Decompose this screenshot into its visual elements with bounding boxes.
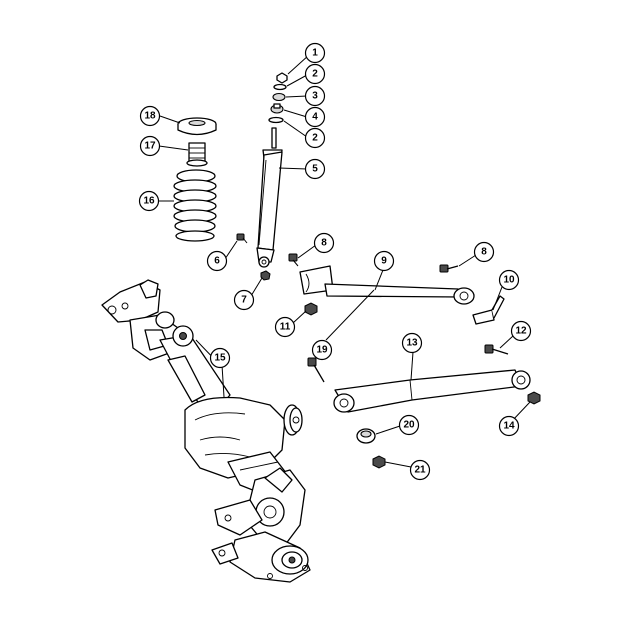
callout-label: 2 (312, 69, 318, 80)
shock-mount-hardware (268, 72, 288, 124)
spring-isolator (177, 117, 217, 136)
callout-2-upper: 2 (304, 63, 326, 85)
callout-12: 12 (510, 320, 532, 342)
callout-label: 3 (312, 91, 318, 102)
callout-label: 10 (503, 275, 515, 286)
lower-control-arm (333, 369, 531, 413)
callout-label: 12 (515, 326, 527, 337)
axle-assembly (101, 279, 311, 583)
callout-8-left: 8 (313, 232, 335, 254)
callout-5: 5 (304, 158, 326, 180)
callout-18: 18 (139, 105, 161, 127)
callout-label: 11 (280, 322, 291, 333)
callout-13: 13 (401, 332, 423, 354)
callout-label: 15 (214, 353, 226, 364)
bushing-20 (356, 428, 376, 444)
nut-14 (527, 391, 541, 405)
callout-label: 7 (241, 295, 247, 306)
callout-15: 15 (209, 347, 231, 369)
callout-16: 16 (138, 190, 160, 212)
callout-label: 14 (503, 421, 515, 432)
callout-label: 20 (403, 420, 415, 431)
callout-label: 13 (406, 338, 418, 349)
callout-label: 9 (381, 256, 387, 267)
bolt-12 (484, 344, 509, 355)
callout-19: 19 (311, 339, 333, 361)
coil-spring (173, 169, 217, 242)
callout-label: 19 (316, 345, 328, 356)
callout-6: 6 (206, 250, 228, 272)
callout-21: 21 (409, 459, 431, 481)
callout-10: 10 (498, 269, 520, 291)
leader-lines (158, 54, 531, 468)
callout-2-lower: 2 (304, 127, 326, 149)
nut-7 (260, 270, 271, 281)
callout-label: 18 (144, 111, 156, 122)
callout-4: 4 (304, 106, 326, 128)
nut-11 (304, 302, 318, 316)
callout-1: 1 (304, 42, 326, 64)
shock-absorber (256, 127, 283, 268)
callout-label: 16 (143, 196, 155, 207)
callout-14: 14 (498, 415, 520, 437)
bolt-19 (307, 357, 325, 383)
callout-label: 2 (312, 133, 318, 144)
callout-label: 8 (481, 247, 487, 258)
callout-8-right: 8 (473, 241, 495, 263)
callout-7: 7 (233, 289, 255, 311)
bracket-10 (472, 295, 505, 325)
callout-label: 1 (312, 48, 318, 59)
callout-label: 17 (144, 141, 156, 152)
jounce-bumper (186, 142, 208, 167)
callout-label: 21 (414, 465, 426, 476)
callout-17: 17 (139, 135, 161, 157)
callout-label: 5 (312, 164, 318, 175)
bolt-6 (236, 233, 248, 244)
callout-3: 3 (304, 85, 326, 107)
bolt-8-right (439, 264, 459, 273)
upper-control-arm (299, 265, 475, 305)
callout-label: 8 (321, 238, 327, 249)
callout-9: 9 (373, 250, 395, 272)
nut-21 (372, 455, 386, 469)
callout-label: 4 (312, 112, 318, 123)
bolt-8-left (288, 253, 299, 267)
callout-11: 11 (274, 316, 296, 338)
callout-label: 6 (214, 256, 220, 267)
callout-20: 20 (398, 414, 420, 436)
